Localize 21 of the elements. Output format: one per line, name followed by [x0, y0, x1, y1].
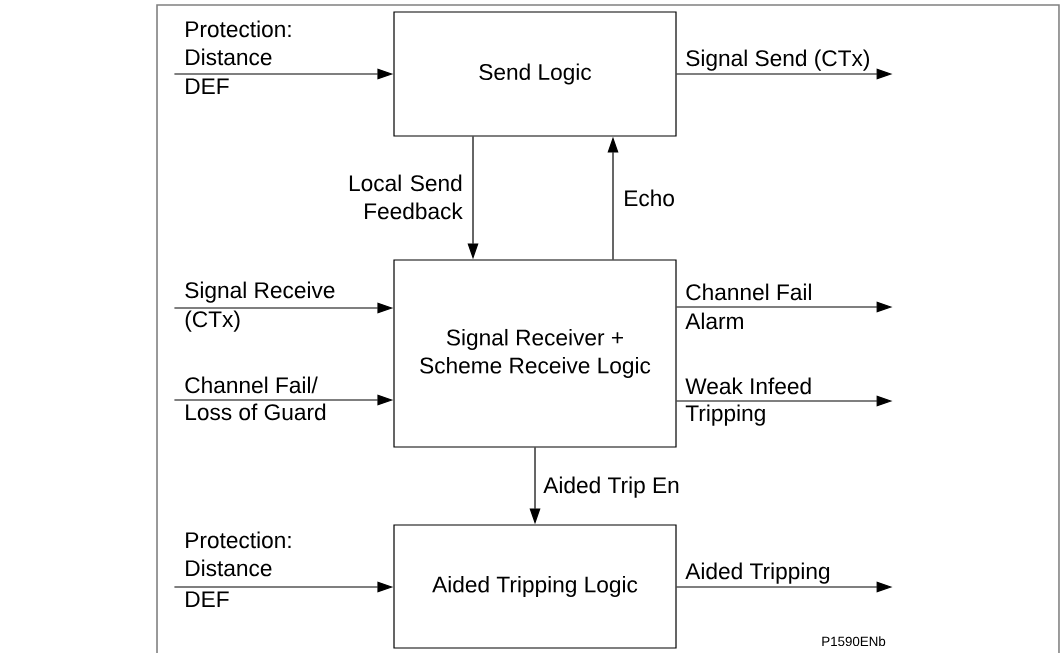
edge-label: Signal Receive	[185, 281, 335, 303]
edge-label: Signal Send (CTx)	[686, 49, 869, 71]
logic-box: Send Logic	[393, 11, 677, 137]
edge-label: Weak Infeed	[685, 377, 811, 395]
edge-label: Protection: Distance	[186, 20, 291, 66]
logic-box: Signal Receiver + Scheme Receive Logic	[393, 259, 677, 448]
edge-label: Channel Fail	[686, 283, 811, 301]
edge-label: Protection: Distance	[186, 531, 291, 577]
edge-label: Echo	[625, 189, 674, 207]
edge-label: Aided Trip En	[543, 476, 679, 498]
edge-label: Aided Tripping	[685, 562, 830, 584]
signal-label: DEF	[186, 591, 229, 607]
logic-box: Aided Tripping Logic	[393, 524, 677, 649]
edge-label: Local Send Feedback	[349, 174, 463, 220]
signal-label: DEF	[186, 78, 229, 94]
signal-label: Loss of Guard	[186, 403, 326, 421]
edge-label: Channel Fail/	[185, 376, 318, 394]
signal-label: (CTx)	[185, 310, 240, 332]
signal-label: Tripping	[685, 404, 765, 426]
figure-code: P1590ENb	[822, 636, 886, 647]
signal-label: Alarm	[685, 312, 743, 330]
